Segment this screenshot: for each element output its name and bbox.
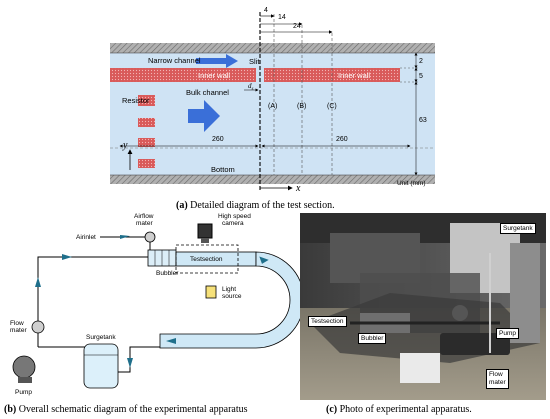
narrow-flow-arrow-icon	[196, 54, 238, 68]
resistor	[138, 95, 155, 106]
resistor	[138, 138, 155, 147]
location-b-label: (B)	[297, 103, 306, 110]
caption-a: (a) Detailed diagram of the test section…	[176, 200, 335, 211]
narrow-channel-label: Narrow channel	[148, 56, 201, 65]
camera-icon	[197, 223, 213, 239]
bottom-label: Bottom	[211, 165, 235, 174]
dim-14: 14	[278, 14, 286, 21]
return-pipe	[159, 251, 300, 349]
resistor	[138, 118, 155, 127]
air-inlet-label: Airinlet	[76, 234, 96, 241]
photo-label-testsection: Testsection	[308, 316, 347, 327]
photo-label-bubbler: Bubbler	[358, 333, 387, 344]
x-axis-label: x	[295, 183, 301, 194]
surge-tank-label: Surgetank	[86, 334, 116, 341]
bulk-flow-arrow-icon	[188, 100, 220, 132]
surge-tank	[83, 343, 119, 389]
resistor	[138, 159, 155, 168]
pump-label: Pump	[15, 389, 32, 396]
bubbler-label: Bubbler	[156, 270, 179, 277]
caption-c: (c) Photo of experimental apparatus.	[326, 404, 472, 415]
pump	[12, 355, 36, 379]
top-wall	[110, 43, 435, 53]
caption-b: (b) Overall schematic diagram of the exp…	[4, 404, 248, 415]
bulk-channel-label: Bulk channel	[186, 88, 229, 97]
inner-wall-right-label: Inner wall	[338, 71, 370, 80]
dim-ds: ds	[248, 82, 254, 92]
dim-2: 2	[419, 58, 423, 65]
photo-label-surgetank: Surgetank	[500, 223, 536, 234]
inner-wall-left	[110, 68, 256, 82]
photo-illustration	[300, 213, 546, 400]
dim-260-left: 260	[212, 136, 224, 143]
airflow-meter	[144, 231, 156, 243]
inner-wall-left-label: Inner wall	[198, 71, 230, 80]
dim-260-right: 260	[336, 136, 348, 143]
location-c-label: (C)	[327, 103, 337, 110]
dim-4: 4	[264, 7, 268, 14]
location-a-label: (A)	[268, 103, 277, 110]
photo-label-pump: Pump	[496, 328, 519, 339]
dim-5: 5	[419, 73, 423, 80]
slit-label: Slit	[249, 57, 260, 66]
dim-63: 63	[419, 117, 427, 124]
y-axis-label: y	[122, 140, 128, 151]
test-section-label: Testsection	[190, 256, 223, 263]
flow-meter	[31, 320, 45, 334]
unit-label: Unit (mm)	[397, 180, 426, 187]
dim-24: 24	[293, 23, 301, 30]
bottom-wall	[110, 175, 435, 184]
resistor-label: Resistor	[122, 96, 150, 105]
light-source-icon	[205, 285, 217, 299]
test-section-diagram: 4 14 24 2 5 63 260 260 ds Narrow channel…	[110, 7, 435, 194]
